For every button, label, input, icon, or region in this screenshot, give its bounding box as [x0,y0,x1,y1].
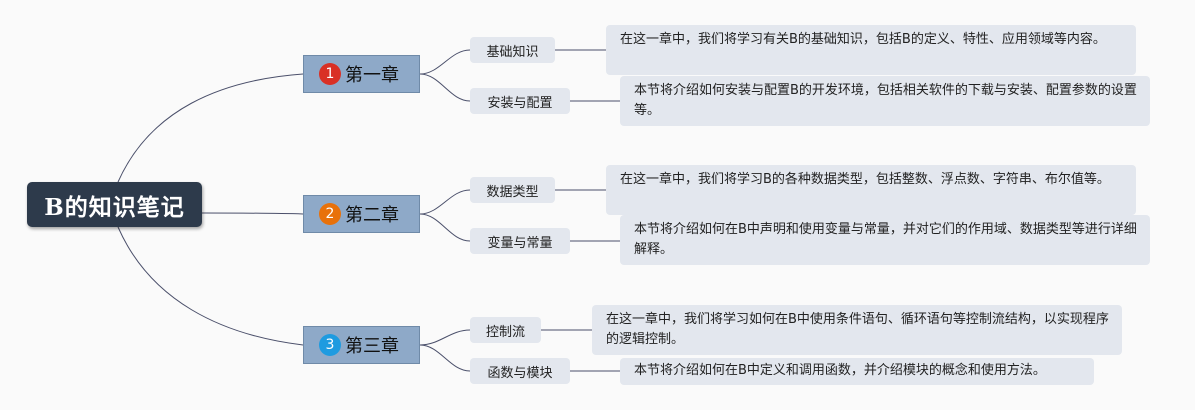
topic-label: 安装与配置 [487,95,553,111]
topic-node-3-1[interactable]: 控制流 [470,317,541,343]
topic-node-1-2[interactable]: 安装与配置 [470,88,570,114]
root-node[interactable]: B的知识笔记 [27,182,202,227]
note-2-1[interactable]: 在这一章中，我们将学习B的各种数据类型，包括整数、浮点数、字符串、布尔值等。 [606,165,1136,215]
note-text: 在这一章中，我们将学习B的各种数据类型，包括整数、浮点数、字符串、布尔值等。 [620,172,1110,187]
note-text: 本节将介绍如何在B中定义和调用函数，并介绍模块的概念和使用方法。 [634,363,1046,378]
topic-node-3-2[interactable]: 函数与模块 [470,358,570,384]
topic-node-2-1[interactable]: 数据类型 [470,177,555,203]
chapter-3-label: 第三章 [345,336,399,357]
note-text: 本节将介绍如何安装与配置B的开发环境，包括相关软件的下载与安装、配置参数的设置等… [634,83,1137,118]
chapter-3-badge: 3 [319,334,341,356]
connector-ch1-topic-1 [419,49,471,75]
note-text: 本节将介绍如何在B中声明和使用变量与常量，并对它们的作用域、数据类型等进行详细解… [634,222,1137,257]
connector-ch2-topic-2 [419,213,471,242]
topic-node-2-2[interactable]: 变量与常量 [470,228,570,254]
connector-root-chapter-1 [117,73,304,183]
chapter-3-node[interactable]: 3 第三章 [303,326,420,364]
chapter-1-node[interactable]: 1 第一章 [303,55,420,93]
note-text: 在这一章中，我们将学习有关B的基础知识，包括B的定义、特性、应用领域等内容。 [620,32,1106,47]
connector-ch2-topic-1 [419,189,471,215]
connector-ch3-topic-1 [419,329,471,346]
chapter-1-label: 第一章 [345,65,399,86]
chapter-2-node[interactable]: 2 第二章 [303,195,420,233]
topic-label: 变量与常量 [487,235,553,251]
chapter-1-badge: 1 [319,63,341,85]
topic-node-1-1[interactable]: 基础知识 [470,37,555,63]
root-label: B的知识笔记 [44,193,185,221]
note-3-2[interactable]: 本节将介绍如何在B中定义和调用函数，并介绍模块的概念和使用方法。 [620,358,1094,385]
connector-root-chapter-3 [117,226,304,346]
connector-root-chapter-2 [201,212,304,215]
topic-label: 函数与模块 [487,365,553,381]
connector-ch3-topic-2 [419,344,471,372]
note-3-1[interactable]: 在这一章中，我们将学习如何在B中使用条件语句、循环语句等控制流结构，以实现程序的… [592,305,1122,355]
note-2-2[interactable]: 本节将介绍如何在B中声明和使用变量与常量，并对它们的作用域、数据类型等进行详细解… [620,215,1150,265]
chapter-2-badge: 2 [319,203,341,225]
chapter-2-label: 第二章 [345,205,399,226]
connector-ch1-topic-2 [419,73,471,102]
topic-label: 数据类型 [486,184,539,200]
note-1-1[interactable]: 在这一章中，我们将学习有关B的基础知识，包括B的定义、特性、应用领域等内容。 [606,25,1136,75]
topic-label: 控制流 [485,324,525,340]
note-text: 在这一章中，我们将学习如何在B中使用条件语句、循环语句等控制流结构，以实现程序的… [606,312,1109,347]
topic-label: 基础知识 [486,44,539,60]
note-1-2[interactable]: 本节将介绍如何安装与配置B的开发环境，包括相关软件的下载与安装、配置参数的设置等… [620,76,1150,126]
